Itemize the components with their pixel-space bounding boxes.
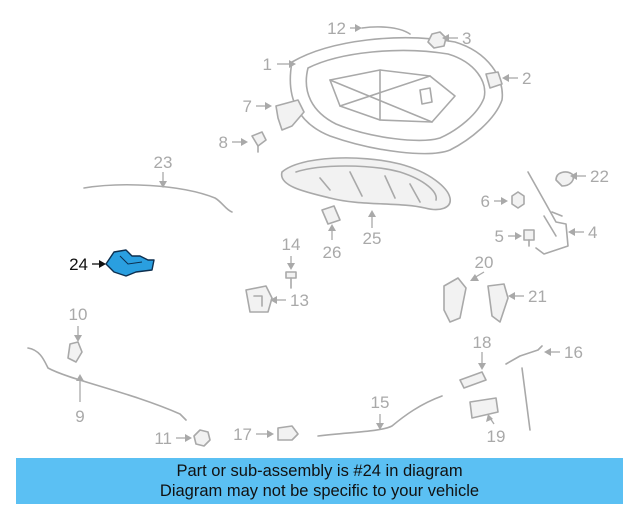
- callout-18: 18: [473, 333, 492, 352]
- part-12-weatherstrip: [361, 26, 411, 35]
- callout-20: 20: [475, 253, 494, 272]
- callout-8: 8: [219, 133, 228, 152]
- callout-5: 5: [495, 227, 504, 246]
- part-18-handle: [459, 371, 487, 389]
- callout-22: 22: [590, 167, 609, 186]
- part-26-clip: [321, 205, 341, 225]
- part-25-hood-insulator: [280, 157, 451, 211]
- callout-1: 1: [263, 55, 272, 74]
- callout-19: 19: [487, 427, 506, 446]
- part-1-hood-panel: [289, 36, 504, 155]
- callout-14: 14: [282, 235, 301, 254]
- part-7-bracket: [275, 99, 305, 131]
- part-5-bolt: [523, 229, 535, 247]
- banner-line-2: Diagram may not be specific to your vehi…: [159, 482, 480, 500]
- part-24-highlighted: [105, 249, 155, 277]
- callout-4: 4: [588, 223, 597, 242]
- callout-26: 26: [323, 243, 342, 262]
- callout-labels: 1 2 3 4 5 6 7 8 9 10 11 12 13 14 15 16 1…: [69, 19, 609, 448]
- part-11-nut: [193, 429, 211, 447]
- leader-lines: [74, 24, 586, 442]
- part-3-bumper: [427, 31, 447, 49]
- callout-9: 9: [75, 407, 84, 426]
- part-9-cable: [27, 347, 187, 421]
- callout-16: 16: [564, 343, 583, 362]
- part-19-pad: [469, 397, 499, 419]
- part-21-seal: [487, 283, 509, 323]
- part-8-clip: [251, 131, 267, 153]
- callout-13: 13: [290, 291, 309, 310]
- callout-3: 3: [462, 29, 471, 48]
- part-4-hinge: [527, 171, 569, 255]
- part-13-latch: [245, 285, 273, 313]
- callout-10: 10: [69, 305, 88, 324]
- callout-15: 15: [371, 393, 390, 412]
- part-6-nut: [511, 191, 525, 209]
- callout-17: 17: [233, 425, 252, 444]
- part-10-clip: [67, 341, 83, 363]
- part-15-release-cable: [317, 395, 443, 437]
- callout-24: 24: [69, 255, 88, 274]
- callout-21: 21: [528, 287, 547, 306]
- callout-7: 7: [243, 97, 252, 116]
- part-22-bumper: [555, 171, 575, 187]
- part-23-prop-rod: [83, 184, 233, 213]
- part-17-bumper: [277, 425, 299, 441]
- callout-12: 12: [327, 19, 346, 38]
- callout-25: 25: [363, 229, 382, 248]
- info-banner: Part or sub-assembly is #24 in diagram D…: [16, 458, 623, 504]
- callout-2: 2: [522, 69, 531, 88]
- part-2-grommet: [485, 71, 503, 89]
- part-20-seal: [443, 277, 467, 323]
- parts-diagram: 1 2 3 4 5 6 7 8 9 10 11 12 13 14 15 16 1…: [27, 19, 609, 448]
- part-14-bolt: [285, 271, 297, 289]
- banner-line-1: Part or sub-assembly is #24 in diagram: [176, 462, 463, 480]
- callout-23: 23: [154, 153, 173, 172]
- callout-11: 11: [154, 429, 172, 448]
- part-16-hinge-rod: [505, 345, 543, 431]
- callout-6: 6: [481, 192, 490, 211]
